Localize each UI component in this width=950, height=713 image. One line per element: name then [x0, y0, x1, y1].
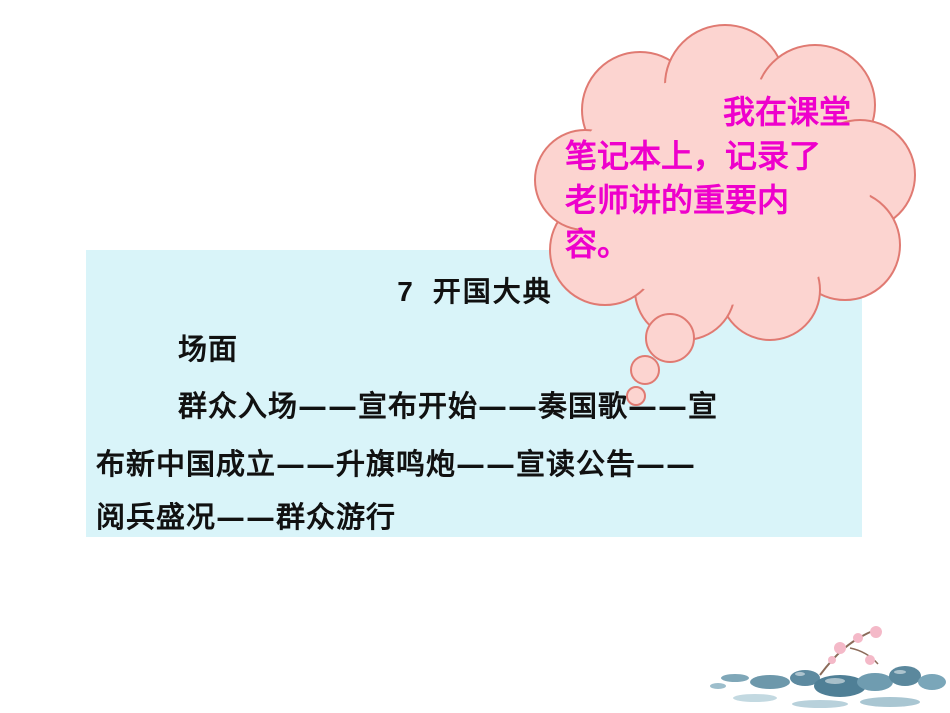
- bubble-text: 我在课堂 笔记本上，记录了 老师讲的重要内 容。: [565, 90, 875, 266]
- lesson-number: 7: [397, 276, 415, 307]
- bubble-line-3: 老师讲的重要内: [565, 181, 790, 219]
- notes-line-1: 群众入场——宣布开始——奏国歌——宣: [178, 389, 719, 423]
- stones-decoration-icon: [710, 626, 946, 708]
- notes-line-2: 布新中国成立——升旗鸣炮——宣读公告——: [96, 447, 697, 481]
- lesson-title: 7 开国大典: [0, 270, 950, 310]
- bubble-line-2: 笔记本上，记录了: [565, 137, 822, 175]
- notes-line-3: 阅兵盛况——群众游行: [96, 500, 397, 534]
- notes-heading: 场面: [178, 332, 239, 366]
- lesson-title-text: 开国大典: [432, 275, 553, 308]
- bubble-line-4: 容。: [565, 225, 630, 263]
- bubble-line-1: 我在课堂: [723, 93, 852, 131]
